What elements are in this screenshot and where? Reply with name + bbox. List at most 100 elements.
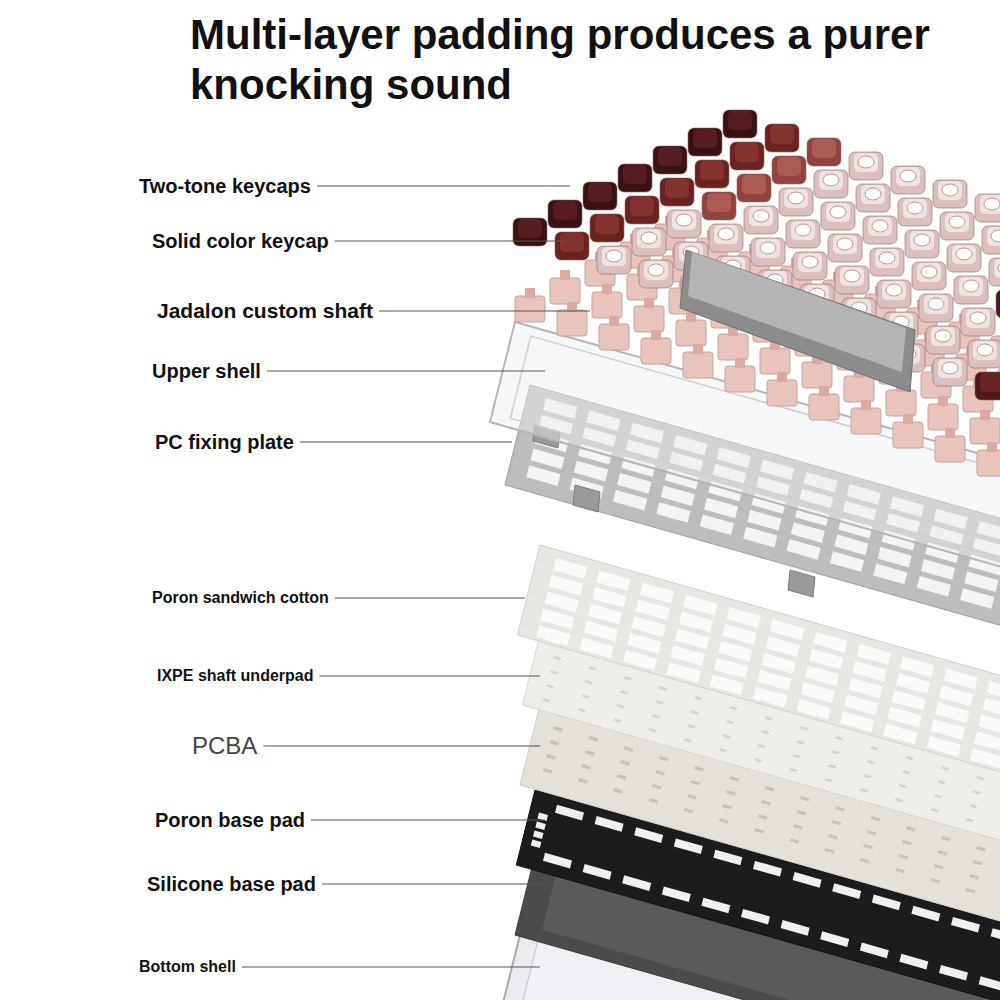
keycap [814, 170, 848, 198]
sandwich-hole [714, 658, 748, 679]
keycap-top [518, 219, 542, 238]
keycap-top [770, 125, 794, 144]
keycap-top [777, 157, 801, 176]
keycap [632, 228, 666, 256]
ixpe-hole [797, 740, 805, 745]
pcb-pad [613, 788, 623, 794]
pad-slot [535, 822, 546, 831]
plate-hole [960, 588, 994, 609]
keycap-top [973, 341, 997, 360]
sandwich-hole [844, 695, 878, 716]
plate-hole [747, 510, 781, 531]
title: Multi-layer padding produces a purer kno… [190, 10, 960, 110]
sandwich-hole [545, 592, 579, 613]
plate-hole [834, 535, 868, 556]
keycap [772, 156, 806, 184]
keycap-dome [718, 228, 734, 240]
ixpe-hole [726, 720, 734, 725]
ixpe-hole [620, 690, 628, 695]
keycap [625, 196, 659, 224]
pcb-pad [761, 800, 771, 806]
ixpe-hole [624, 676, 632, 681]
keycap [639, 260, 673, 288]
leader-line [379, 311, 590, 312]
keycap [744, 206, 778, 234]
switch [802, 362, 832, 388]
pcb-pad [797, 810, 807, 816]
switch [809, 394, 839, 420]
pcb-pad [790, 838, 800, 844]
pcb-pad [553, 726, 563, 732]
sandwich-hole [979, 715, 1000, 736]
leader-line [300, 442, 512, 443]
keycap-top [910, 231, 934, 250]
keycap-top [665, 179, 689, 198]
keycap-dome [795, 224, 811, 236]
keycap-dome [977, 344, 993, 356]
keycap-dome [802, 256, 818, 268]
switch [935, 436, 965, 462]
upper-shell-rim [510, 336, 1000, 578]
sandwich-hole [970, 748, 1000, 769]
keycap-top [882, 281, 906, 300]
keycap [751, 238, 785, 266]
keycap [975, 372, 1000, 400]
pcb-pad [832, 820, 842, 826]
ixpe-hole [550, 670, 558, 675]
switch-stem [602, 284, 612, 294]
ixpe-hole [730, 706, 738, 711]
keycap-dome [942, 184, 958, 196]
leader-line [335, 598, 525, 599]
keycap-top [987, 227, 1000, 246]
keycap [723, 110, 757, 138]
pcb-pad [902, 840, 912, 846]
switch [641, 338, 671, 364]
keycap [926, 326, 960, 354]
plate-hole [661, 485, 695, 506]
sandwich-hole [927, 736, 961, 757]
keycap [954, 276, 988, 304]
keycap [996, 290, 1000, 318]
keycap-dome [648, 264, 664, 276]
ixpe-hole [652, 714, 660, 719]
ixpe-hole [867, 760, 875, 765]
keycap-top [903, 199, 927, 218]
sandwich-hole [801, 682, 835, 703]
ixpe-hole [902, 770, 910, 775]
keycap-top [931, 327, 955, 346]
pcb-pad [931, 878, 941, 884]
keycap [919, 294, 953, 322]
keycap-top [644, 261, 668, 280]
pcb-pad [687, 794, 697, 800]
keycap [709, 224, 743, 252]
plate-hole [917, 576, 951, 597]
pcb-pad [543, 768, 553, 774]
plate-hole [743, 527, 777, 548]
pcb-pad [758, 814, 768, 820]
leader-line [335, 241, 565, 242]
pad-slot [979, 976, 1000, 992]
keycap [786, 220, 820, 248]
switch [634, 306, 664, 332]
pad-slot [531, 840, 542, 849]
switch [592, 292, 622, 318]
keycap-top [658, 147, 682, 166]
pad-slot [595, 816, 624, 832]
keycap-top [854, 153, 878, 172]
keycap-dome [865, 188, 881, 200]
pcb-pad [659, 756, 669, 762]
keycap-dome [844, 270, 860, 282]
keycap [961, 308, 995, 336]
leader-line [317, 186, 570, 187]
sandwich-hole [631, 616, 665, 637]
ixpe-hole [871, 746, 879, 751]
keycap-dome [949, 216, 965, 228]
sandwich-hole [900, 656, 934, 677]
leader-line [263, 746, 540, 747]
plate-hole [700, 515, 734, 536]
sandwich-hole [553, 558, 587, 579]
keycap-dome [606, 250, 622, 262]
keycap-top [868, 217, 892, 236]
keycap-top [952, 245, 976, 264]
switch-stem [819, 386, 829, 396]
